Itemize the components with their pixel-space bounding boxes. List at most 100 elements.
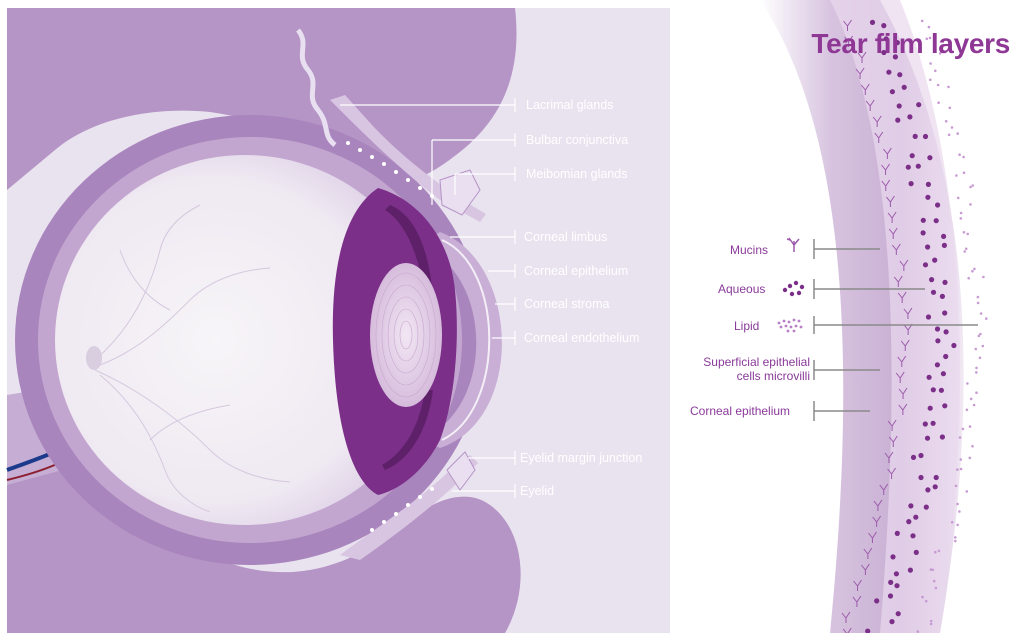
aqueous-particle xyxy=(895,531,900,536)
lipid-particle xyxy=(963,231,966,234)
aqueous-particle xyxy=(925,487,930,492)
lipid-particle xyxy=(937,101,940,104)
lipid-particle xyxy=(975,391,978,394)
aqueous-particle xyxy=(941,234,946,239)
lipid-particle xyxy=(975,367,978,370)
aqueous-particle xyxy=(895,118,900,123)
aqueous-particle xyxy=(942,243,947,248)
lipid-particle xyxy=(956,468,959,471)
lipid-particle xyxy=(960,468,963,471)
aqueous-particle xyxy=(934,218,939,223)
lipid-particle xyxy=(982,345,985,348)
aqueous-particle xyxy=(896,611,901,616)
label-aqueous: Aqueous xyxy=(718,282,765,296)
lipid-particle xyxy=(935,587,938,590)
aqueous-particle xyxy=(923,262,928,267)
lipid-particle xyxy=(969,203,972,206)
lipid-particle xyxy=(934,551,937,554)
label-corneal-limbus: Corneal limbus xyxy=(524,230,607,244)
aqueous-particle xyxy=(926,314,931,319)
lipid-particle xyxy=(969,457,972,460)
lipid-particle xyxy=(933,580,936,583)
aqueous-particle xyxy=(935,326,940,331)
label-eyelid: Eyelid xyxy=(520,484,554,498)
aqueous-particle xyxy=(914,550,919,555)
lipid-particle xyxy=(977,302,980,305)
lipid-particle xyxy=(925,600,928,603)
aqueous-particle xyxy=(925,195,930,200)
aqueous-particle xyxy=(943,354,948,359)
label-tear-corneal-epithelium: Corneal epithelium xyxy=(690,404,790,418)
aqueous-particle xyxy=(902,85,907,90)
lipid-particle xyxy=(973,268,976,271)
label-eyelid-margin-junction: Eyelid margin junction xyxy=(520,451,642,465)
aqueous-particle xyxy=(906,165,911,170)
lipid-particle xyxy=(921,596,924,599)
aqueous-particle xyxy=(923,421,928,426)
aqueous-particle xyxy=(931,421,936,426)
aqueous-particle xyxy=(897,103,902,108)
aqueous-particle xyxy=(889,619,894,624)
lipid-particle xyxy=(979,333,982,336)
lens xyxy=(370,263,442,407)
label-corneal-stroma: Corneal stroma xyxy=(524,297,609,311)
aqueous-particle xyxy=(908,568,913,573)
aqueous-particle xyxy=(913,134,918,139)
aqueous-particle xyxy=(890,89,895,94)
aqueous-particle xyxy=(911,455,916,460)
lipid-particle xyxy=(960,217,963,220)
lipid-particle xyxy=(962,156,965,159)
aqueous-particle xyxy=(951,343,956,348)
page-title: Tear film layers xyxy=(748,28,1010,60)
lipid-particle xyxy=(971,445,974,448)
aqueous-particle xyxy=(942,403,947,408)
lipid-particle xyxy=(971,184,974,187)
lipid-particle xyxy=(969,425,972,428)
lipid-particle xyxy=(934,70,937,73)
lipid-particle xyxy=(966,490,969,493)
lipid-particle xyxy=(951,521,954,524)
lipid-particle xyxy=(967,277,970,280)
lipid-particle xyxy=(929,62,932,65)
aqueous-particle xyxy=(935,362,940,367)
lipid-particle xyxy=(977,296,980,299)
label-mucins: Mucins xyxy=(730,243,768,257)
aqueous-particle xyxy=(940,434,945,439)
aqueous-particle xyxy=(908,503,913,508)
lipid-particle xyxy=(956,503,959,506)
aqueous-particle xyxy=(907,114,912,119)
lipid-particle xyxy=(937,84,940,87)
aqueous-particle xyxy=(918,453,923,458)
aqueous-particle xyxy=(874,598,879,603)
aqueous-particle xyxy=(870,20,875,25)
optic-disc xyxy=(86,346,102,370)
aqueous-particle xyxy=(940,294,945,299)
aqueous-particle xyxy=(910,533,915,538)
aqueous-particle xyxy=(932,258,937,263)
lipid-particle xyxy=(932,569,935,572)
aqueous-particle xyxy=(931,387,936,392)
aqueous-particle xyxy=(913,515,918,520)
lipid-particle xyxy=(945,120,948,123)
lipid-particle xyxy=(958,153,961,156)
aqueous-particle xyxy=(910,153,915,158)
label-bulbar-conjunctiva: Bulbar conjunctiva xyxy=(526,133,628,147)
lipid-particle xyxy=(951,126,954,129)
aqueous-particle xyxy=(924,505,929,510)
aqueous-particle xyxy=(935,202,940,207)
lipid-particle xyxy=(954,540,957,543)
aqueous-particle xyxy=(927,375,932,380)
label-superficial-epithelial-cells-microvilli: Superficial epithelial cells microvilli xyxy=(684,355,810,383)
lipid-particle xyxy=(971,270,974,273)
aqueous-particle xyxy=(934,475,939,480)
aqueous-particle xyxy=(906,519,911,524)
lipid-particle xyxy=(962,428,965,431)
aqueous-particle xyxy=(926,182,931,187)
lipid-particle xyxy=(975,348,978,351)
lipid-particle xyxy=(963,172,966,175)
lipid-particle xyxy=(985,317,988,320)
lipid-particle xyxy=(947,86,950,89)
lipid-particle xyxy=(970,398,973,401)
lipid-particle xyxy=(929,79,932,82)
